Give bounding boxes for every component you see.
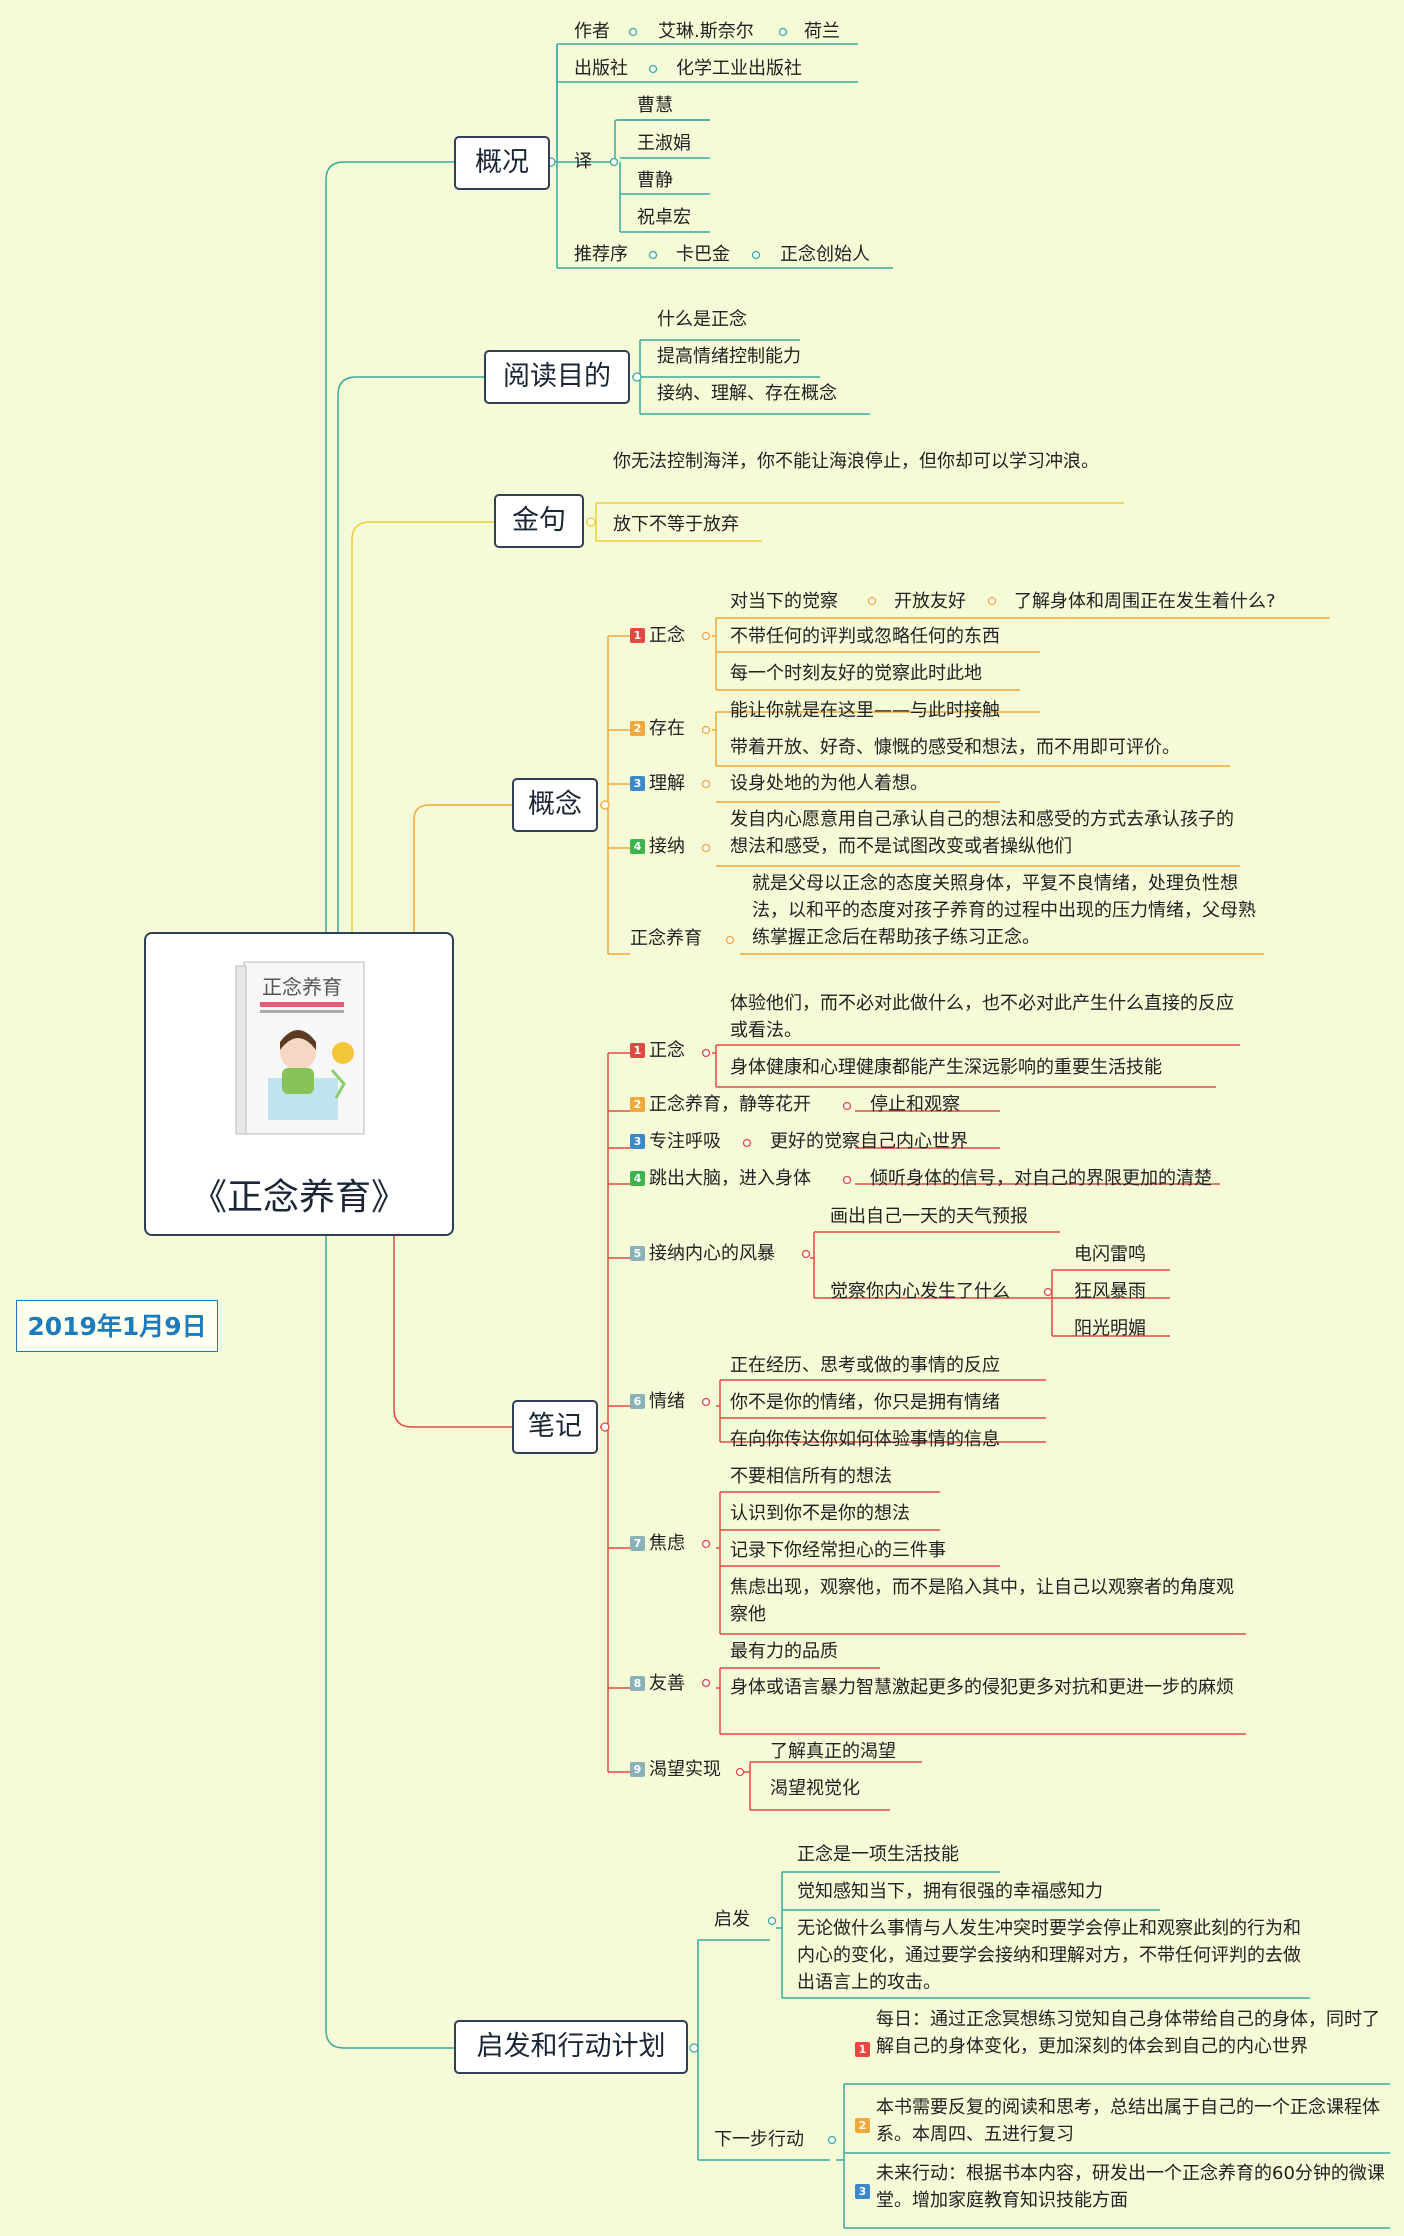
- action-step-item: 每日：通过正念冥想练习觉知自己身体带给自己的身体，同时了解自己的身体变化，更加深…: [876, 2009, 1380, 2057]
- concept-presence-item: 带着开放、好奇、慷慨的感受和想法，而不用即可评价。: [730, 737, 1180, 758]
- purpose-item: 接纳、理解、存在概念: [657, 383, 837, 404]
- topic-concepts[interactable]: 概念: [512, 778, 598, 832]
- concept-acceptance-item: 发自内心愿意用自己承认自己的想法和感受的方式去承认孩子的想法和感受，而不是试图改…: [730, 809, 1234, 857]
- note-item: 体验他们，而不必对此做什么，也不必对此产生什么直接的反应或看法。: [730, 993, 1234, 1041]
- overview-publisher-label: 出版社: [574, 58, 628, 79]
- note-item: 在向你传达你如何体验事情的信息: [730, 1429, 1000, 1450]
- note-item: 了解真正的渴望: [770, 1741, 896, 1762]
- overview-author-name: 艾琳.斯奈尔: [658, 21, 754, 42]
- action-insight-label: 启发: [714, 1909, 750, 1930]
- action-step-number: 3: [855, 2178, 874, 2205]
- concept-mindful-parenting-item: 就是父母以正念的态度关照身体，平复不良情绪，处理负性想法，以和平的态度对孩子养育…: [752, 873, 1256, 948]
- central-topic[interactable]: 正念养育 《正念养育》: [144, 932, 454, 1236]
- topic-notes[interactable]: 笔记: [512, 1400, 598, 1454]
- quote-item: 你无法控制海洋，你不能让海浪停止，但你却可以学习冲浪。: [613, 451, 1099, 472]
- note-item: 更好的觉察自己内心世界: [770, 1131, 968, 1152]
- overview-translator-label: 译: [574, 151, 592, 172]
- action-step-number: 2: [855, 2112, 874, 2139]
- purpose-item: 提高情绪控制能力: [657, 346, 801, 367]
- concept-presence-item: 能让你就是在这里——与此时接触: [730, 700, 1000, 721]
- note-item: 停止和观察: [870, 1094, 960, 1115]
- date-label: 2019年1月9日: [16, 1300, 218, 1352]
- note-item: 渴望视觉化: [770, 1778, 860, 1799]
- note-item: 最有力的品质: [730, 1641, 838, 1662]
- action-step-item: 本书需要反复的阅读和思考，总结出属于自己的一个正念课程体系。本周四、五进行复习: [876, 2097, 1380, 2145]
- note-item: 倾听身体的信号，对自己的界限更加的清楚: [870, 1168, 1212, 1189]
- concept-mindfulness-open: 开放友好: [894, 591, 966, 612]
- note-item: 画出自己一天的天气预报: [830, 1206, 1028, 1227]
- overview-preface-name: 卡巴金: [676, 244, 730, 265]
- concept-mindfulness-awareness: 对当下的觉察: [730, 591, 838, 612]
- book-cover-image: 正念养育: [235, 961, 365, 1135]
- note-weather-item: 电闪雷鸣: [1074, 1244, 1146, 1265]
- overview-translator-item: 曹静: [637, 170, 673, 191]
- action-insight-item: 无论做什么事情与人发生冲突时要学会停止和观察此刻的行为和内心的变化，通过要学会接…: [797, 1918, 1301, 1993]
- overview-translator-item: 王淑娟: [637, 133, 691, 154]
- overview-translator-item: 祝卓宏: [637, 207, 691, 228]
- topic-reading-purpose[interactable]: 阅读目的: [484, 350, 630, 404]
- note-item: 不要相信所有的想法: [730, 1466, 892, 1487]
- action-insight-item: 正念是一项生活技能: [797, 1844, 959, 1865]
- overview-author-label: 作者: [574, 21, 610, 42]
- action-next-label: 下一步行动: [714, 2129, 804, 2150]
- book-cover-title: 正念养育: [262, 975, 342, 999]
- purpose-item: 什么是正念: [657, 309, 747, 330]
- note-item: 你不是你的情绪，你只是拥有情绪: [730, 1392, 1000, 1413]
- note-item: 身体或语言暴力智慧激起更多的侵犯更多对抗和更进一步的麻烦: [730, 1677, 1234, 1698]
- quote-item: 放下不等于放弃: [613, 514, 739, 535]
- overview-publisher-name: 化学工业出版社: [676, 58, 802, 79]
- topic-overview[interactable]: 概况: [454, 136, 550, 190]
- overview-preface-label: 推荐序: [574, 244, 628, 265]
- action-step-item: 未来行动：根据书本内容，研发出一个正念养育的60分钟的微课堂。增加家庭教育知识技…: [876, 2163, 1385, 2211]
- concept-mindfulness-item: 每一个时刻友好的觉察此时此地: [730, 663, 982, 684]
- topic-quotes[interactable]: 金句: [494, 494, 584, 548]
- note-item: 认识到你不是你的想法: [730, 1503, 910, 1524]
- note-item: 记录下你经常担心的三件事: [730, 1540, 946, 1561]
- note-weather-item: 狂风暴雨: [1074, 1281, 1146, 1302]
- overview-preface-desc: 正念创始人: [780, 244, 870, 265]
- note-item: 觉察你内心发生了什么: [830, 1281, 1010, 1302]
- note-item: 正在经历、思考或做的事情的反应: [730, 1355, 1000, 1376]
- note-weather-item: 阳光明媚: [1074, 1318, 1146, 1339]
- note-item: 身体健康和心理健康都能产生深远影响的重要生活技能: [730, 1057, 1162, 1078]
- overview-translator-item: 曹慧: [637, 95, 673, 116]
- action-insight-item: 觉知感知当下，拥有很强的幸福感知力: [797, 1881, 1103, 1902]
- topic-insights-action-plan[interactable]: 启发和行动计划: [454, 2020, 688, 2074]
- concept-mindful-parenting: 正念养育: [630, 928, 702, 949]
- concept-understanding-item: 设身处地的为他人着想。: [730, 773, 928, 794]
- concept-mindfulness-aware-body: 了解身体和周围正在发生着什么?: [1014, 591, 1276, 612]
- action-step-number: 1: [855, 2036, 874, 2063]
- overview-author-country: 荷兰: [804, 21, 840, 42]
- central-title: 《正念养育》: [190, 1177, 407, 1218]
- note-item: 焦虑出现，观察他，而不是陷入其中，让自己以观察者的角度观察他: [730, 1577, 1234, 1625]
- concept-mindfulness-item: 不带任何的评判或忽略任何的东西: [730, 626, 1000, 647]
